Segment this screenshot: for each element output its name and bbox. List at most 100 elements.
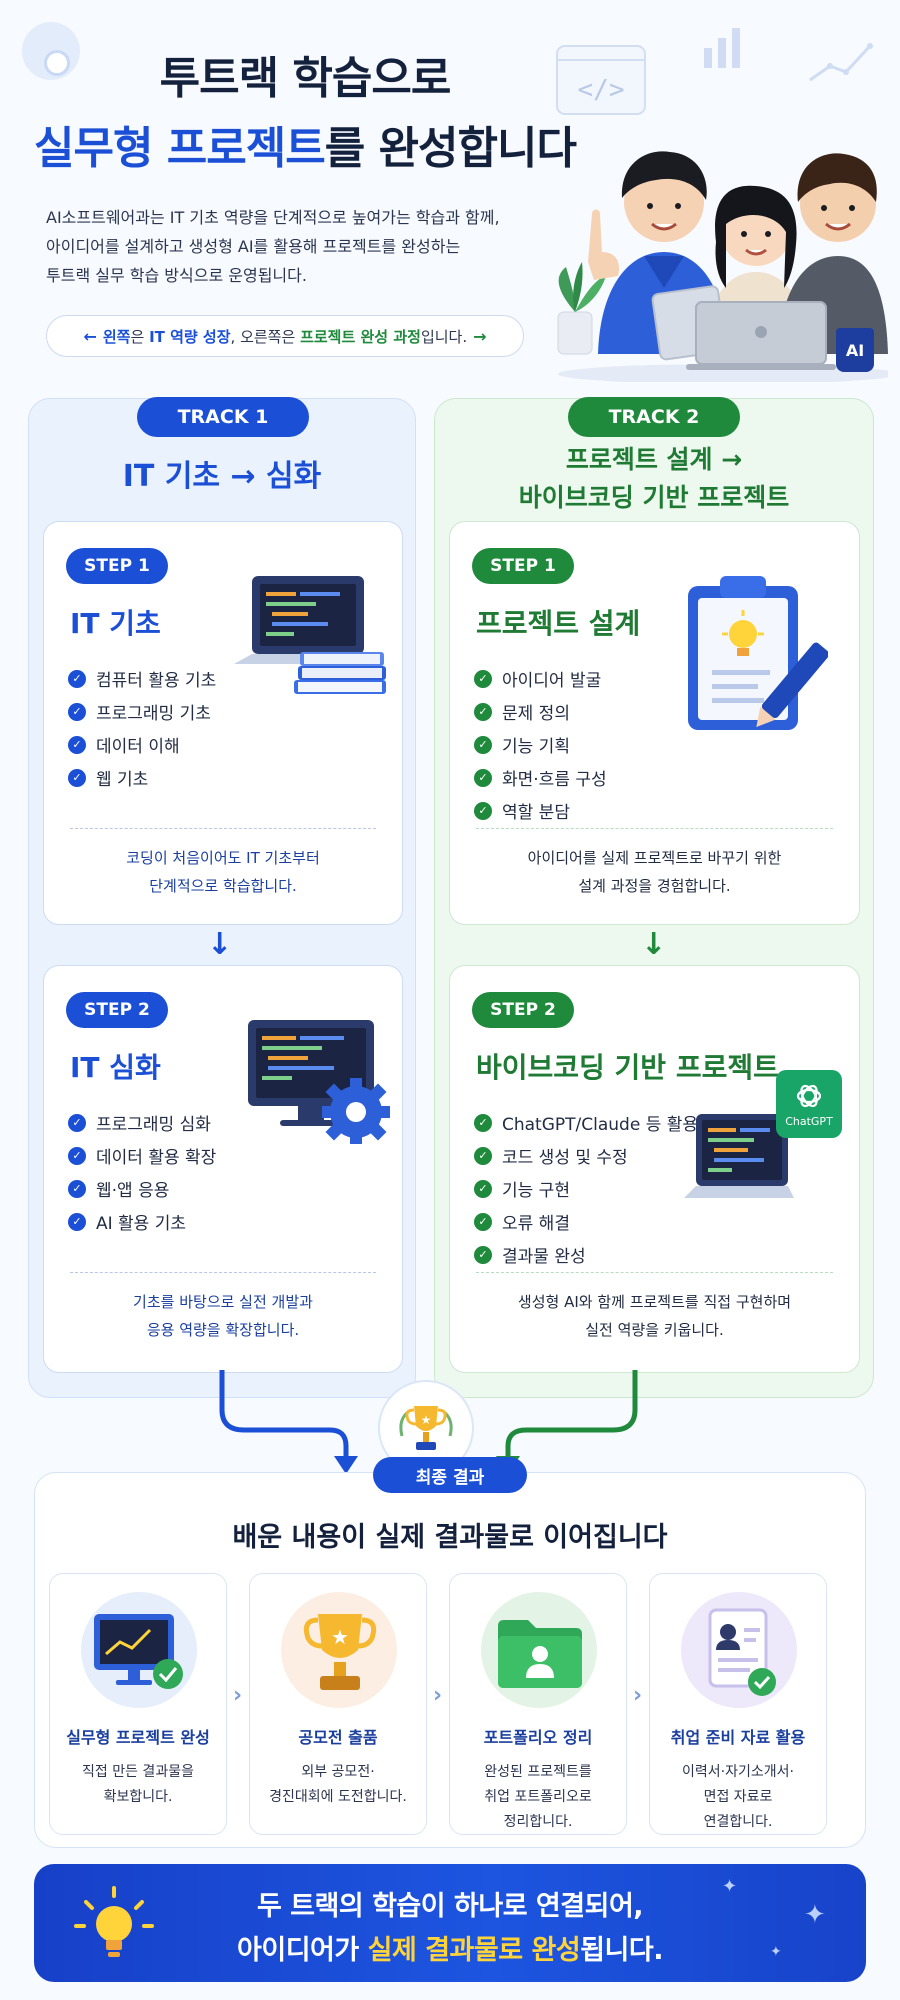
decor-circle: [44, 50, 70, 76]
note-left-topic: IT 역량 성장: [149, 327, 231, 346]
down-arrow-icon: ↓: [641, 927, 667, 962]
result-card: 실무형 프로젝트 완성 직접 만든 결과물을 확보합니다.: [49, 1573, 227, 1835]
title-rest: 를 완성합니다: [324, 123, 577, 174]
track1-title: IT 기초 → 심화: [122, 459, 322, 494]
final-results-section: 최종 결과 배운 내용이 실제 결과물로 이어집니다 실무형 프로젝트 완성 직…: [34, 1457, 866, 1848]
list-item: ✓ 웹·앱 응용: [68, 1172, 216, 1205]
list-item: ✓ 코드 생성 및 수정: [474, 1139, 698, 1172]
check-icon: ✓: [474, 1212, 492, 1231]
list-item-label: 아이디어 발굴: [502, 671, 602, 691]
list-item-label: ChatGPT/Claude 등 활용: [502, 1115, 699, 1135]
track1-badge: TRACK 1: [137, 397, 309, 437]
list-item: ✓ 컴퓨터 활용 기초: [68, 662, 216, 695]
step-title: 프로젝트 설계: [476, 607, 641, 640]
ai-mug: AI: [836, 328, 874, 372]
track1-column: TRACK 1 IT 기초 → 심화 STEP 1 IT 기초 ✓컴퓨터 활용 …: [28, 397, 416, 1398]
check-icon: ✓: [68, 1113, 86, 1132]
bar-chart-decor-icon: [704, 28, 740, 68]
note-line: 아이디어를 실제 프로젝트로 바꾸기 위한: [527, 849, 782, 867]
step-note: 코딩이 처음이어도 IT 기초부터 단계적으로 학습합니다.: [44, 844, 402, 900]
list-item: ✓데이터 활용 확장: [68, 1139, 216, 1172]
sparkle-icon: ✦: [804, 1900, 826, 1930]
list-item: ✓역할 분담: [474, 794, 607, 827]
svg-text:★: ★: [421, 1413, 432, 1427]
check-icon: ✓: [68, 669, 86, 688]
list-item-label: 컴퓨터 활용 기초: [96, 671, 217, 691]
step-badge: STEP 1: [472, 548, 574, 584]
trophy-icon: ★: [399, 1406, 453, 1450]
list-item-label: 웹·앱 응용: [96, 1181, 170, 1201]
left-arrow-icon: ←: [83, 326, 97, 346]
result-card: 취업 준비 자료 활용 이력서·자기소개서· 면접 자료로 연결합니다.: [649, 1573, 827, 1835]
track2-step1-card: STEP 1 프로젝트 설계 ✓ 아이디어 발굴 ✓문제 정의 ✓기능 기획 ✓ 화…: [449, 521, 860, 925]
step-note: 생성형 AI와 함께 프로젝트를 직접 구현하며 실전 역량을 키웁니다.: [450, 1288, 859, 1344]
check-icon: ✓: [474, 669, 492, 688]
note-left-word: 왼쪽: [102, 327, 131, 346]
note-text: 입니다.: [420, 327, 468, 346]
check-icon: ✓: [68, 735, 86, 754]
check-icon: ✓: [68, 1179, 86, 1198]
banner-text: 됩니다.: [580, 1935, 663, 1966]
step-note: 아이디어를 실제 프로젝트로 바꾸기 위한 설계 과정을 경험합니다.: [450, 844, 859, 900]
banner-text: 아이디어가: [237, 1935, 368, 1966]
check-icon: ✓: [68, 768, 86, 787]
step-title: IT 심화: [70, 1051, 161, 1084]
down-arrow-icon: ↓: [207, 927, 233, 962]
banner-highlight: 실제 결과물로 완성: [367, 1935, 581, 1966]
monitor-gear-icon: [248, 1020, 390, 1144]
list-item-label: 프로그래밍 기초: [96, 704, 211, 724]
result-card: ★ 공모전 출품 외부 공모전· 경진대회에 도전합니다.: [249, 1573, 427, 1835]
list-item-label: 오류 해결: [502, 1214, 570, 1234]
list-item-label: 결과물 완성: [502, 1247, 586, 1267]
list-item: ✓ 화면·흐름 구성: [474, 761, 607, 794]
list-item: ✓ 오류 해결: [474, 1205, 698, 1238]
result-desc: 완성된 프로젝트를 취업 포트폴리오로 정리합니다.: [456, 1760, 620, 1835]
check-icon: ✓: [474, 735, 492, 754]
result-title: 취업 준비 자료 활용: [670, 1728, 806, 1747]
clipboard-pencil-icon: [688, 576, 828, 730]
folder-icon: [498, 1620, 582, 1688]
list-item: ✓ 아이디어 발굴: [474, 662, 607, 695]
note-line: 코딩이 처음이어도 IT 기초부터: [126, 849, 320, 867]
track-guide-note: ← 왼쪽은 IT 역량 성장, 오른쪽은 프로젝트 완성 과정입니다. →: [46, 315, 524, 357]
result-desc-line: 연결합니다.: [703, 1814, 773, 1830]
divider: [476, 1272, 833, 1273]
result-desc: 직접 만든 결과물을 확보합니다.: [56, 1760, 220, 1810]
laptop-code-icon: [684, 1114, 794, 1198]
list-item-label: 코드 생성 및 수정: [502, 1148, 628, 1168]
result-desc: 외부 공모전· 경진대회에 도전합니다.: [256, 1760, 420, 1810]
sparkle-icon: ✦: [722, 1876, 738, 1897]
result-desc-line: 완성된 프로젝트를: [484, 1764, 592, 1780]
right-arrow-icon: →: [473, 326, 487, 346]
check-icon: ✓: [474, 1146, 492, 1165]
note-line: 설계 과정을 경험합니다.: [578, 877, 731, 895]
chatgpt-logo-icon: [796, 1084, 822, 1107]
final-title: 배운 내용이 실제 결과물로 이어집니다: [232, 1522, 668, 1553]
result-desc-line: 직접 만든 결과물을: [82, 1764, 194, 1780]
list-item-label: 화면·흐름 구성: [502, 770, 607, 790]
check-icon: ✓: [474, 768, 492, 787]
list-item: ✓기능 구현: [474, 1172, 698, 1205]
list-item: ✓ 프로그래밍 기초: [68, 695, 216, 728]
note-line: 실전 역량을 키웁니다.: [585, 1321, 724, 1339]
title-highlight: 실무형 프로젝트: [34, 123, 326, 174]
list-item: ✓ 프로그래밍 심화: [68, 1106, 216, 1139]
step-checklist: ✓ 아이디어 발굴 ✓문제 정의 ✓기능 기획 ✓ 화면·흐름 구성 ✓역할 분담: [474, 662, 607, 827]
svg-text:</>: </>: [578, 75, 625, 105]
track1-step1-card: STEP 1 IT 기초 ✓컴퓨터 활용 기초 ✓프로그래밍 기초 ✓데이터 이…: [43, 521, 403, 925]
list-item: ✓기능 기획: [474, 728, 607, 761]
list-item-label: 프로그래밍 심화: [96, 1115, 211, 1135]
step-badge: STEP 2: [66, 992, 168, 1028]
hero-section: </> 투트랙 학습으로 실무형 프로젝트를 완성합니다 AI소프트웨어과는 I…: [0, 0, 900, 390]
step-checklist: ✓ChatGPT/Claude 등 활용 ✓코드 생성 및 수정 ✓기능 구현 …: [474, 1106, 698, 1271]
banner-line2: 아이디어가 실제 결과물로 완성됩니다.: [34, 1928, 866, 1967]
final-badge: 최종 결과: [373, 1457, 527, 1493]
list-item-label: 데이터 이해: [96, 737, 180, 757]
code-window-decor-icon: </>: [556, 45, 646, 115]
list-item: ✓문제 정의: [474, 695, 607, 728]
check-icon: ✓: [68, 702, 86, 721]
chatgpt-label: ChatGPT: [785, 1114, 833, 1128]
note-line: 생성형 AI와 함께 프로젝트를 직접 구현하며: [517, 1293, 792, 1311]
result-desc-line: 정리합니다.: [503, 1814, 573, 1830]
track1-step2-card: STEP 2 IT 심화 ✓ 프로그래밍 심화 ✓데이터 활용 확장 ✓ 웹·앱 응…: [43, 965, 403, 1373]
